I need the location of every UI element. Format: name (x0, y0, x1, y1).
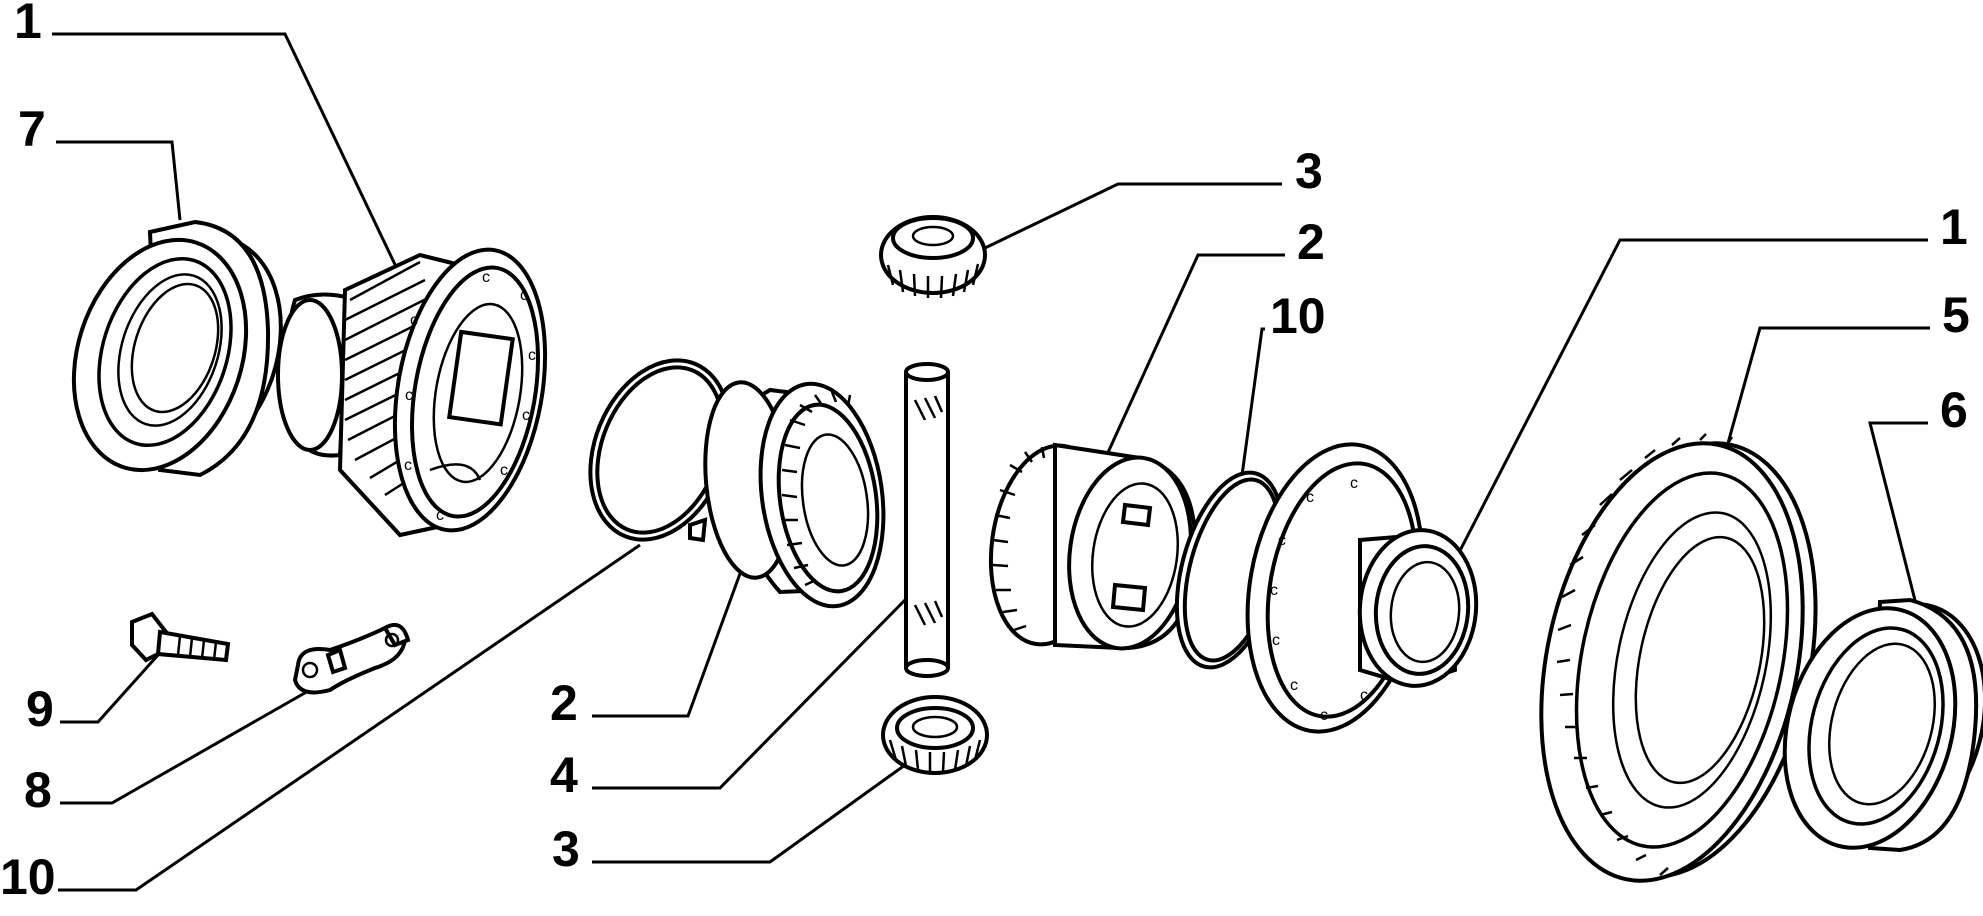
callout-label-1-right: 1 (1940, 199, 1968, 255)
callout-label-7: 7 (18, 101, 46, 157)
callout-label-8: 8 (24, 762, 52, 818)
leader-7 (56, 140, 182, 221)
ring-gear (1539, 433, 1818, 883)
svg-text:c: c (482, 269, 490, 286)
callout-label-4: 4 (550, 747, 578, 803)
left-case-half: c c c c c c c c c (276, 247, 548, 538)
bolt (130, 611, 231, 663)
svg-text:c: c (1270, 582, 1278, 599)
left-side-gear-teeth (781, 391, 852, 587)
svg-text:c: c (404, 457, 412, 474)
leader-2-right (1098, 253, 1285, 471)
right-side-gear-teeth (992, 446, 1046, 632)
left-side-gear (703, 380, 886, 609)
leader-3-bottom (592, 763, 906, 864)
leader-2-mid (592, 559, 747, 718)
svg-text:c: c (1306, 489, 1314, 506)
svg-text:c: c (1290, 677, 1298, 694)
svg-text:c: c (500, 462, 508, 479)
svg-text:c: c (410, 312, 418, 329)
leader-5 (1713, 326, 1930, 491)
svg-text:c: c (436, 507, 444, 524)
left-bearing (71, 219, 283, 478)
leader-10-left (58, 543, 641, 892)
svg-text:c: c (1360, 687, 1368, 704)
leader-1-right (1448, 238, 1928, 571)
left-case-bolt-holes: c c c c c c c c c (404, 269, 536, 524)
svg-text:c: c (528, 347, 536, 364)
left-snap-ring (588, 358, 732, 543)
svg-text:c: c (520, 287, 528, 304)
leader-4 (592, 598, 907, 790)
leader-10-right (1238, 327, 1265, 491)
svg-text:c: c (522, 407, 530, 424)
svg-text:c: c (1350, 475, 1358, 492)
pinion-shaft (904, 362, 950, 678)
ring-gear-teeth (1556, 433, 1734, 876)
pinion-gear-top (879, 215, 987, 299)
right-side-gear (988, 442, 1198, 651)
callout-label-1-left: 1 (14, 0, 42, 49)
right-bearing (1782, 597, 1983, 853)
svg-text:c: c (1272, 632, 1280, 649)
svg-text:c: c (405, 387, 413, 404)
lock-plate (292, 623, 411, 695)
leader-6 (1868, 421, 1928, 621)
right-case-half: c c c c c c c c (1245, 442, 1479, 734)
right-case-bolt-holes: c c c c c c c c (1270, 475, 1368, 724)
callout-label-2-mid: 2 (550, 675, 578, 731)
callout-label-9: 9 (26, 681, 54, 737)
callout-label-5: 5 (1942, 287, 1970, 343)
leader-9 (60, 653, 160, 724)
leader-3-top (984, 182, 1282, 250)
callout-label-10-left: 10 (0, 849, 56, 905)
callout-label-6: 6 (1940, 382, 1968, 438)
callout-label-3-bottom: 3 (552, 821, 580, 877)
pinion-gear-bottom (881, 695, 989, 775)
callout-label-2-right: 2 (1297, 214, 1325, 270)
callout-label-10-right: 10 (1270, 288, 1326, 344)
leader-lines (52, 32, 1930, 892)
leader-1-left (52, 32, 402, 276)
callout-label-3-top: 3 (1295, 143, 1323, 199)
leader-8 (60, 688, 311, 805)
svg-text:c: c (1278, 532, 1286, 549)
svg-text:c: c (1320, 707, 1328, 724)
